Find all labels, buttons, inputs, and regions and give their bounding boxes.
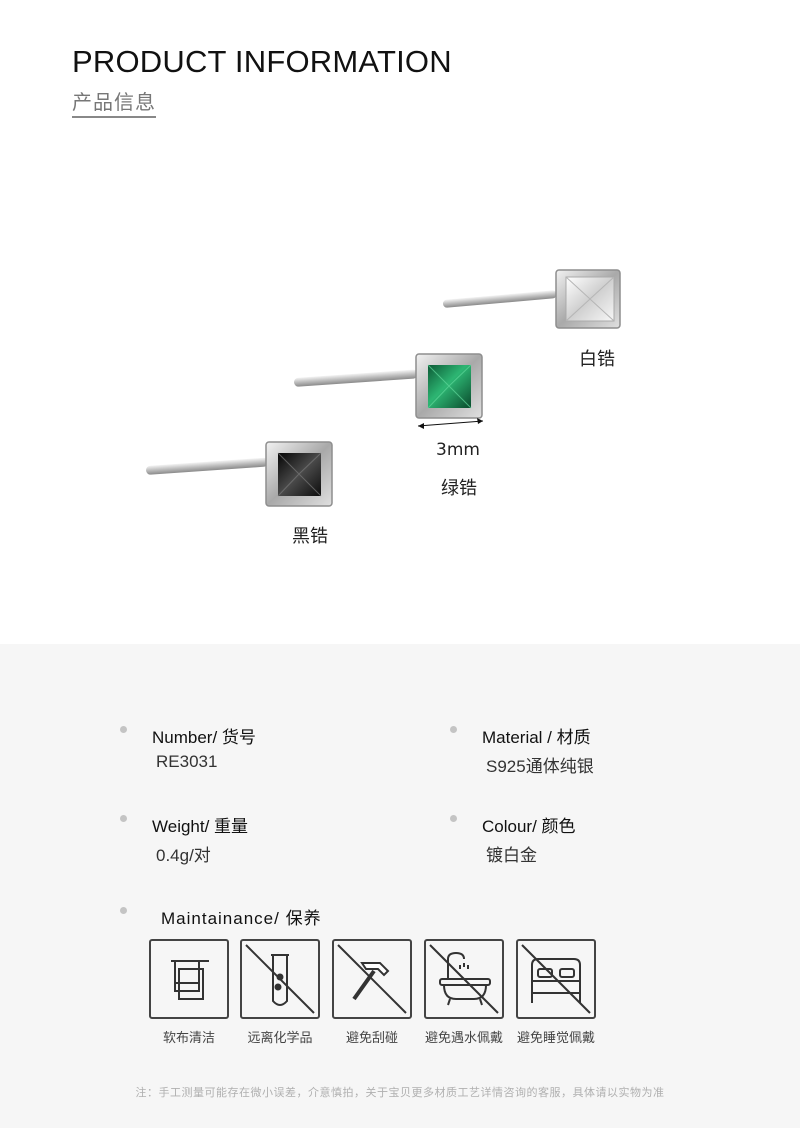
product-photo: 白锆 3mm 绿锆 黑锆	[0, 130, 800, 640]
care-label-hammer: 避免刮碰	[345, 1031, 398, 1046]
care-label-bed: 避免睡觉佩戴	[516, 1031, 595, 1046]
care-label-bath: 避免遇水佩戴	[424, 1031, 503, 1046]
green-zircon-label: 绿锆	[441, 478, 477, 499]
material-value: S925通体纯银	[486, 757, 594, 776]
weight-value: 0.4g/对	[156, 846, 211, 865]
towel-icon	[149, 939, 229, 1019]
no-hammer-icon	[332, 939, 412, 1019]
footnote: 注：手工测量可能存在微小误差，介意慎拍，关于宝贝更多材质工艺详情咨询的客服，具体…	[135, 1086, 665, 1099]
bullet-icon	[120, 726, 127, 733]
colour-value: 镀白金	[486, 846, 537, 865]
material-title: Material / 材质	[482, 728, 591, 747]
no-bed-icon	[516, 939, 596, 1019]
green-earring	[294, 353, 484, 429]
black-earring	[146, 441, 333, 507]
dimension-label: 3mm	[436, 440, 480, 460]
weight-title: Weight/ 重量	[152, 817, 249, 836]
care-label-chemicals: 远离化学品	[247, 1031, 313, 1046]
black-zircon-label: 黑锆	[292, 526, 328, 547]
page-title: PRODUCT INFORMATION	[72, 44, 452, 79]
earrings-illustration	[146, 269, 621, 507]
white-zircon-label: 白锆	[579, 349, 615, 370]
colour-title: Colour/ 颜色	[482, 817, 576, 836]
number-value: RE3031	[156, 752, 218, 771]
bullet-icon	[450, 726, 457, 733]
no-bath-icon	[424, 939, 504, 1019]
page-subtitle: 产品信息	[72, 86, 156, 118]
bullet-icon	[450, 815, 457, 822]
product-specs-panel: Number/ 货号 RE3031 Material / 材质 S925通体纯银…	[0, 644, 800, 1128]
number-title: Number/ 货号	[152, 728, 256, 747]
bullet-icon	[120, 907, 127, 914]
maintenance-title: Maintainance/ 保养	[161, 909, 322, 928]
no-chemicals-icon	[240, 939, 320, 1019]
care-label-towel: 软布清洁	[162, 1031, 215, 1046]
bullet-icon	[120, 815, 127, 822]
white-earring	[442, 269, 621, 329]
